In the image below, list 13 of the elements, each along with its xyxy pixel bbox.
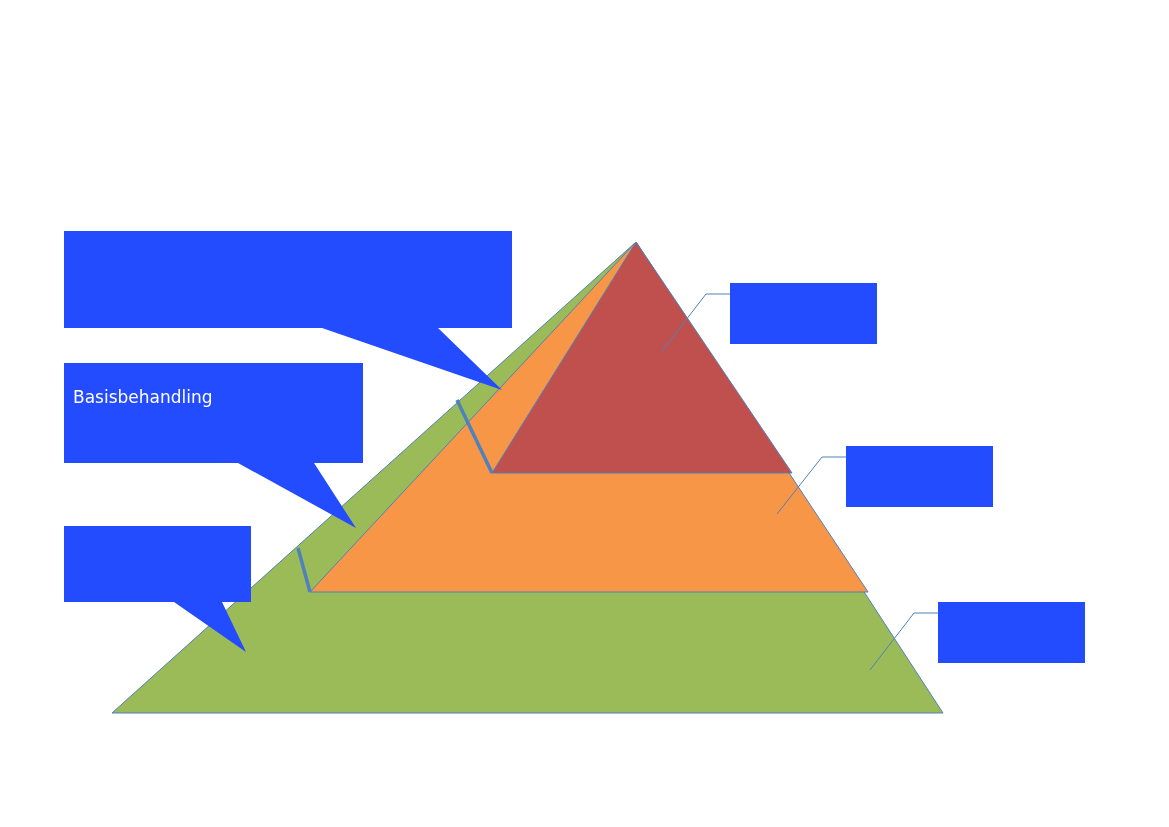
label-box [846, 446, 993, 507]
label-box [938, 602, 1085, 663]
pyramid-top-layer [492, 242, 793, 474]
leader-line [296, 547, 312, 593]
label-box [730, 283, 877, 344]
leader-line [776, 456, 847, 515]
speech-bubble [64, 363, 364, 529]
speech-bubble [64, 231, 513, 391]
callout-text: Basisbehandling [73, 387, 213, 407]
leader-line [661, 293, 731, 352]
leader-line [455, 399, 494, 474]
speech-bubble [64, 526, 252, 653]
leader-line [869, 612, 939, 671]
